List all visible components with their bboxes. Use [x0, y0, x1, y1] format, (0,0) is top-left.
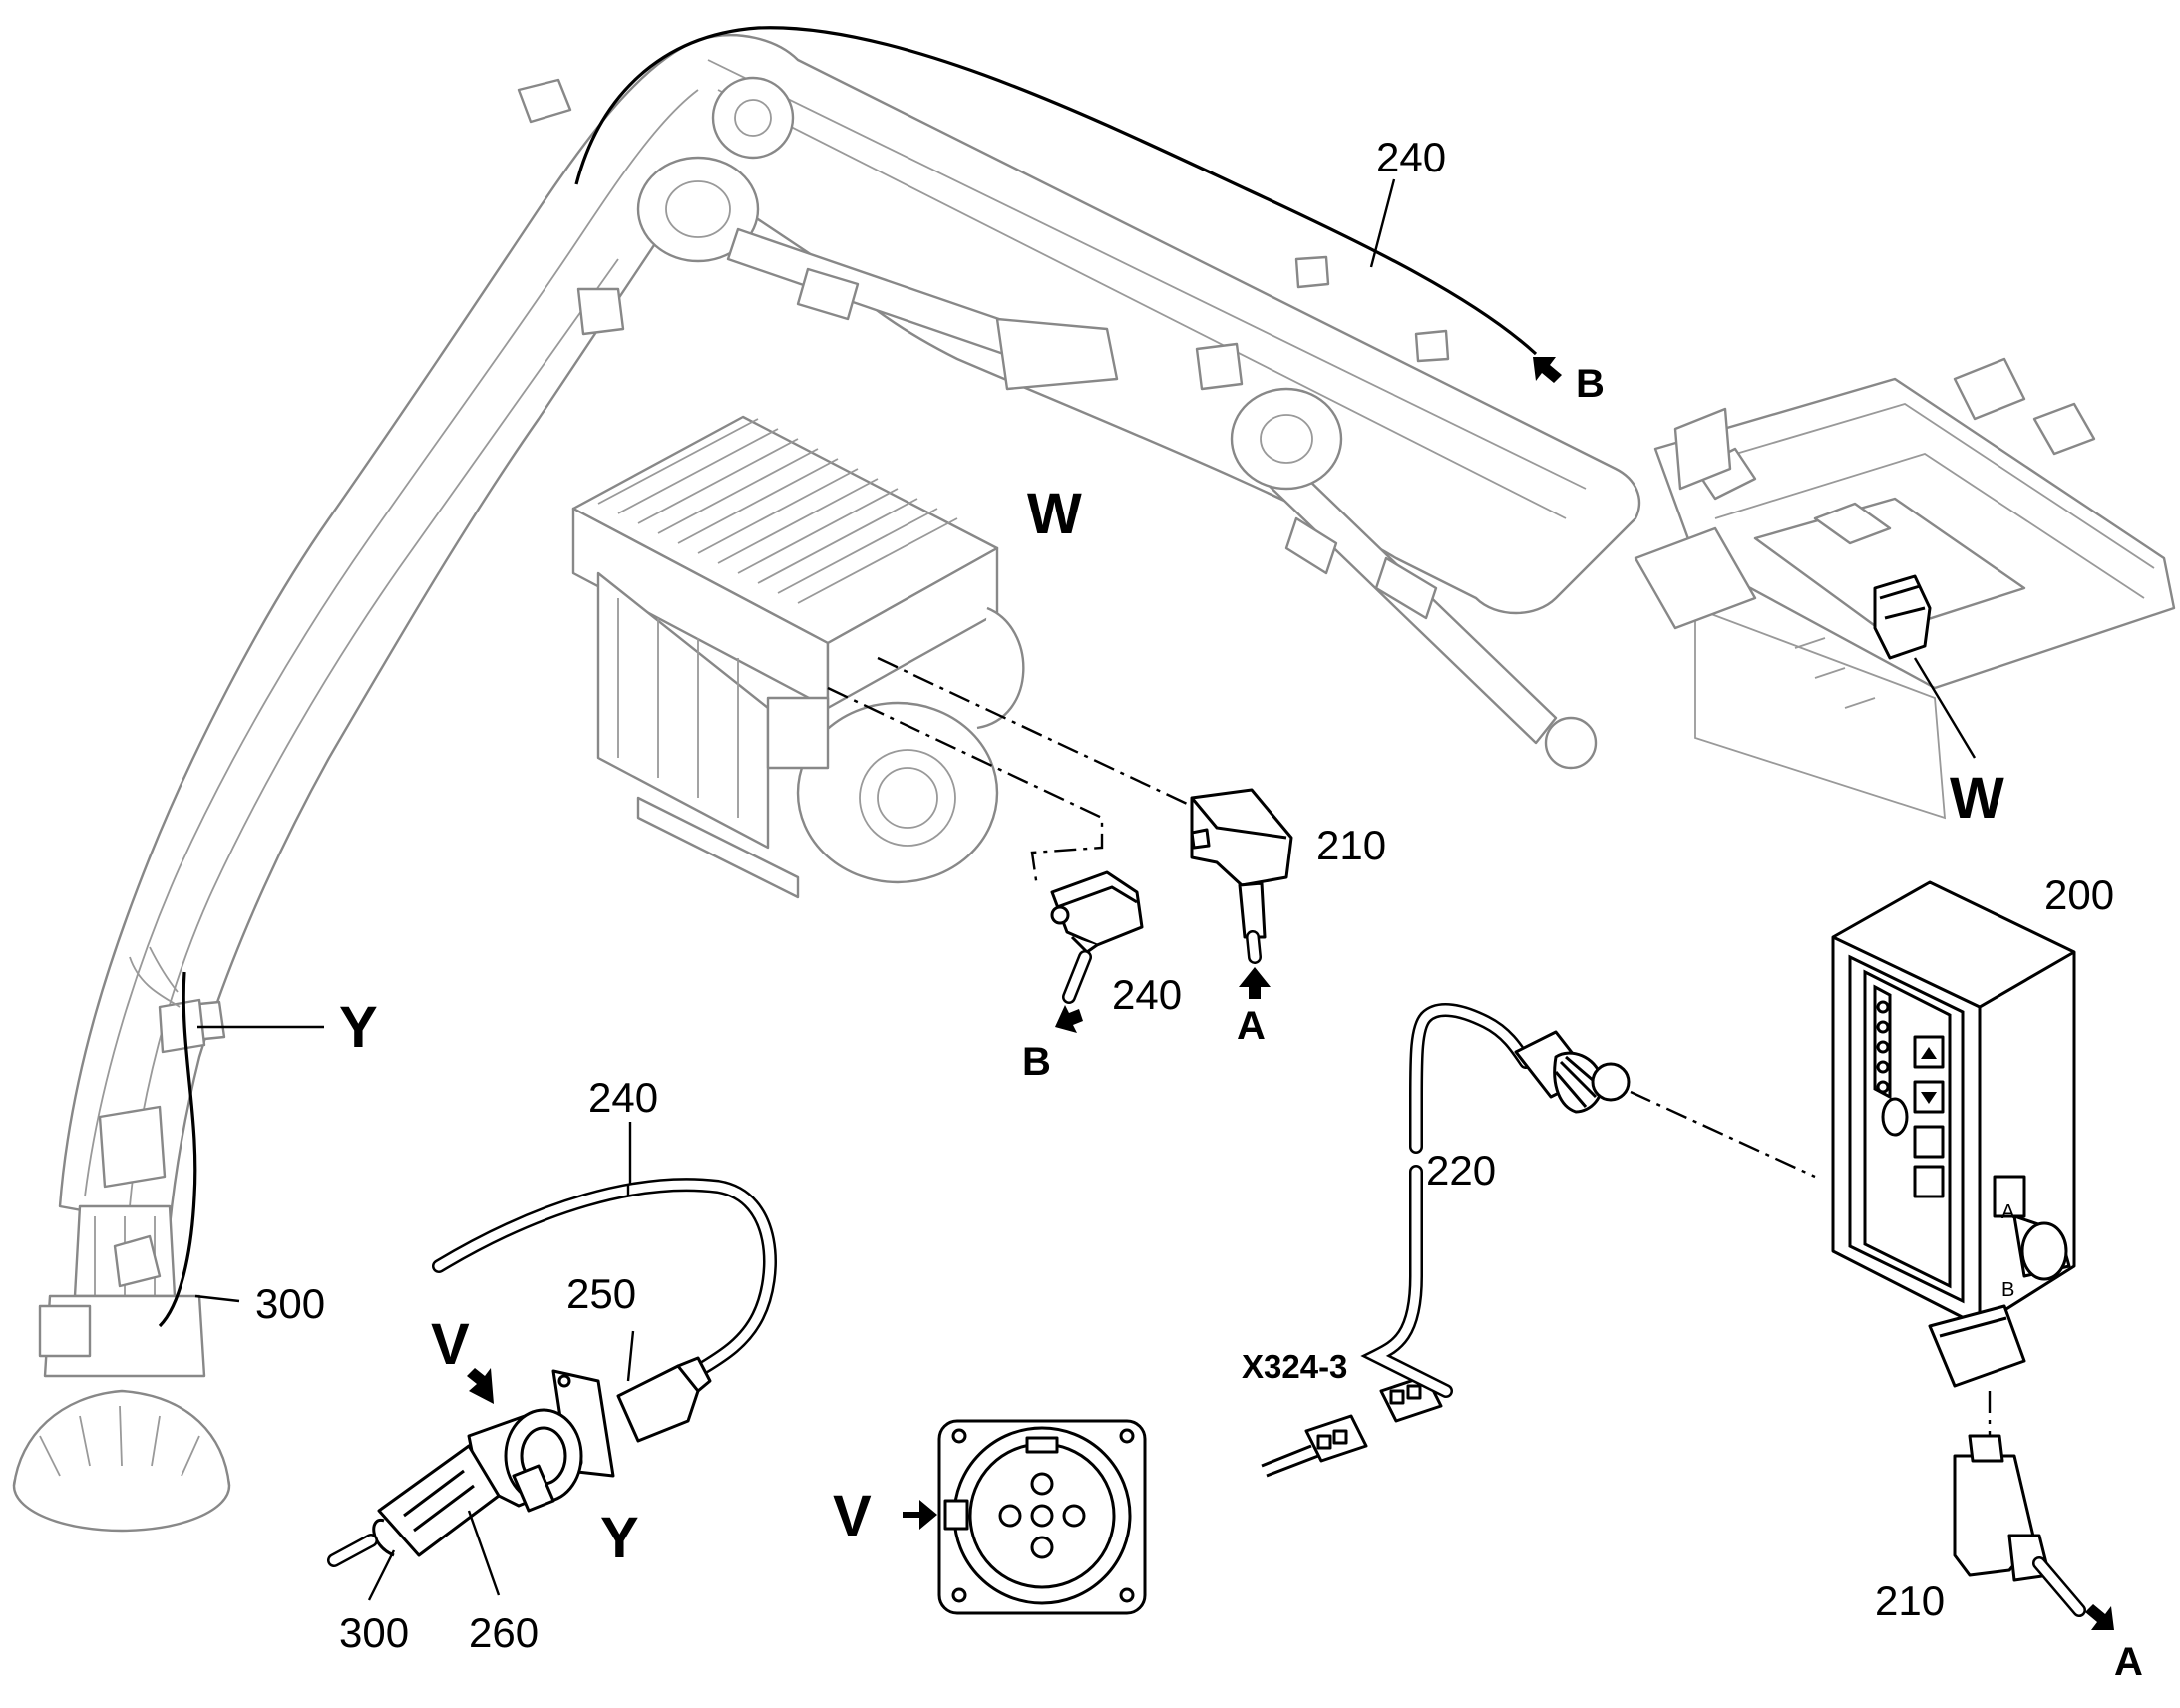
label-cable-240-top: 240 [1376, 134, 1446, 180]
electric-motor-unit [571, 415, 1025, 899]
arrow-v-socket [903, 1500, 937, 1530]
label-cable-240-mid: 240 [1112, 971, 1182, 1018]
label-cable-300-boom: 300 [255, 1280, 325, 1327]
switch-marking-a: A [2001, 1201, 2015, 1223]
label-y-coupler: Y [600, 1506, 639, 1570]
crane-assembly [12, 34, 1641, 1533]
label-w-frame: W [1950, 766, 2004, 831]
label-b-top: B [1576, 362, 1605, 406]
vehicle-frame [1634, 357, 2176, 820]
label-w-motor: W [1027, 482, 1082, 546]
label-coupler-260: 260 [469, 1609, 539, 1656]
arrow-a-upper [1239, 967, 1271, 999]
socket-front-view [937, 1419, 1147, 1615]
route-220-to-box [1630, 1090, 1816, 1179]
label-box-200: 200 [2044, 871, 2114, 918]
label-connector-x324-3: X324-3 [1242, 1348, 1347, 1385]
cable-220 [1360, 1003, 1631, 1398]
arrow-b-top [1533, 357, 1562, 383]
label-a-low: A [2114, 1640, 2143, 1684]
switch-marking-b: B [2001, 1279, 2014, 1301]
arrow-b-middle [1055, 1005, 1083, 1033]
cable-300-boom-route [158, 971, 197, 1328]
label-y-boom: Y [339, 995, 378, 1060]
label-b-mid: B [1022, 1040, 1051, 1084]
label-plug-210-top: 210 [1316, 822, 1386, 868]
label-cable-240-low: 240 [588, 1074, 658, 1121]
arrow-a-lower [2085, 1604, 2114, 1630]
plug-210-lower [1953, 1434, 2086, 1617]
cable-240-boom-route [574, 26, 1538, 356]
label-plug-210-low: 210 [1875, 1577, 1945, 1624]
label-a-mid: A [1237, 1004, 1266, 1048]
route-motor-to-plug-240 [827, 686, 1104, 888]
plug-210-upper [1190, 788, 1293, 964]
control-box-200: A B [1831, 880, 2076, 1388]
plug-240-middle [1050, 870, 1144, 1004]
label-cable-300-low: 300 [339, 1609, 409, 1656]
connector-x324-3 [1261, 1374, 1443, 1478]
label-v-coupler: V [431, 1312, 470, 1377]
label-v-socket: V [833, 1484, 872, 1548]
arrow-v-coupler [467, 1368, 494, 1404]
label-coupler-250: 250 [566, 1270, 636, 1317]
coupler-assembly [327, 1178, 777, 1567]
label-cable-220: 220 [1426, 1147, 1496, 1194]
